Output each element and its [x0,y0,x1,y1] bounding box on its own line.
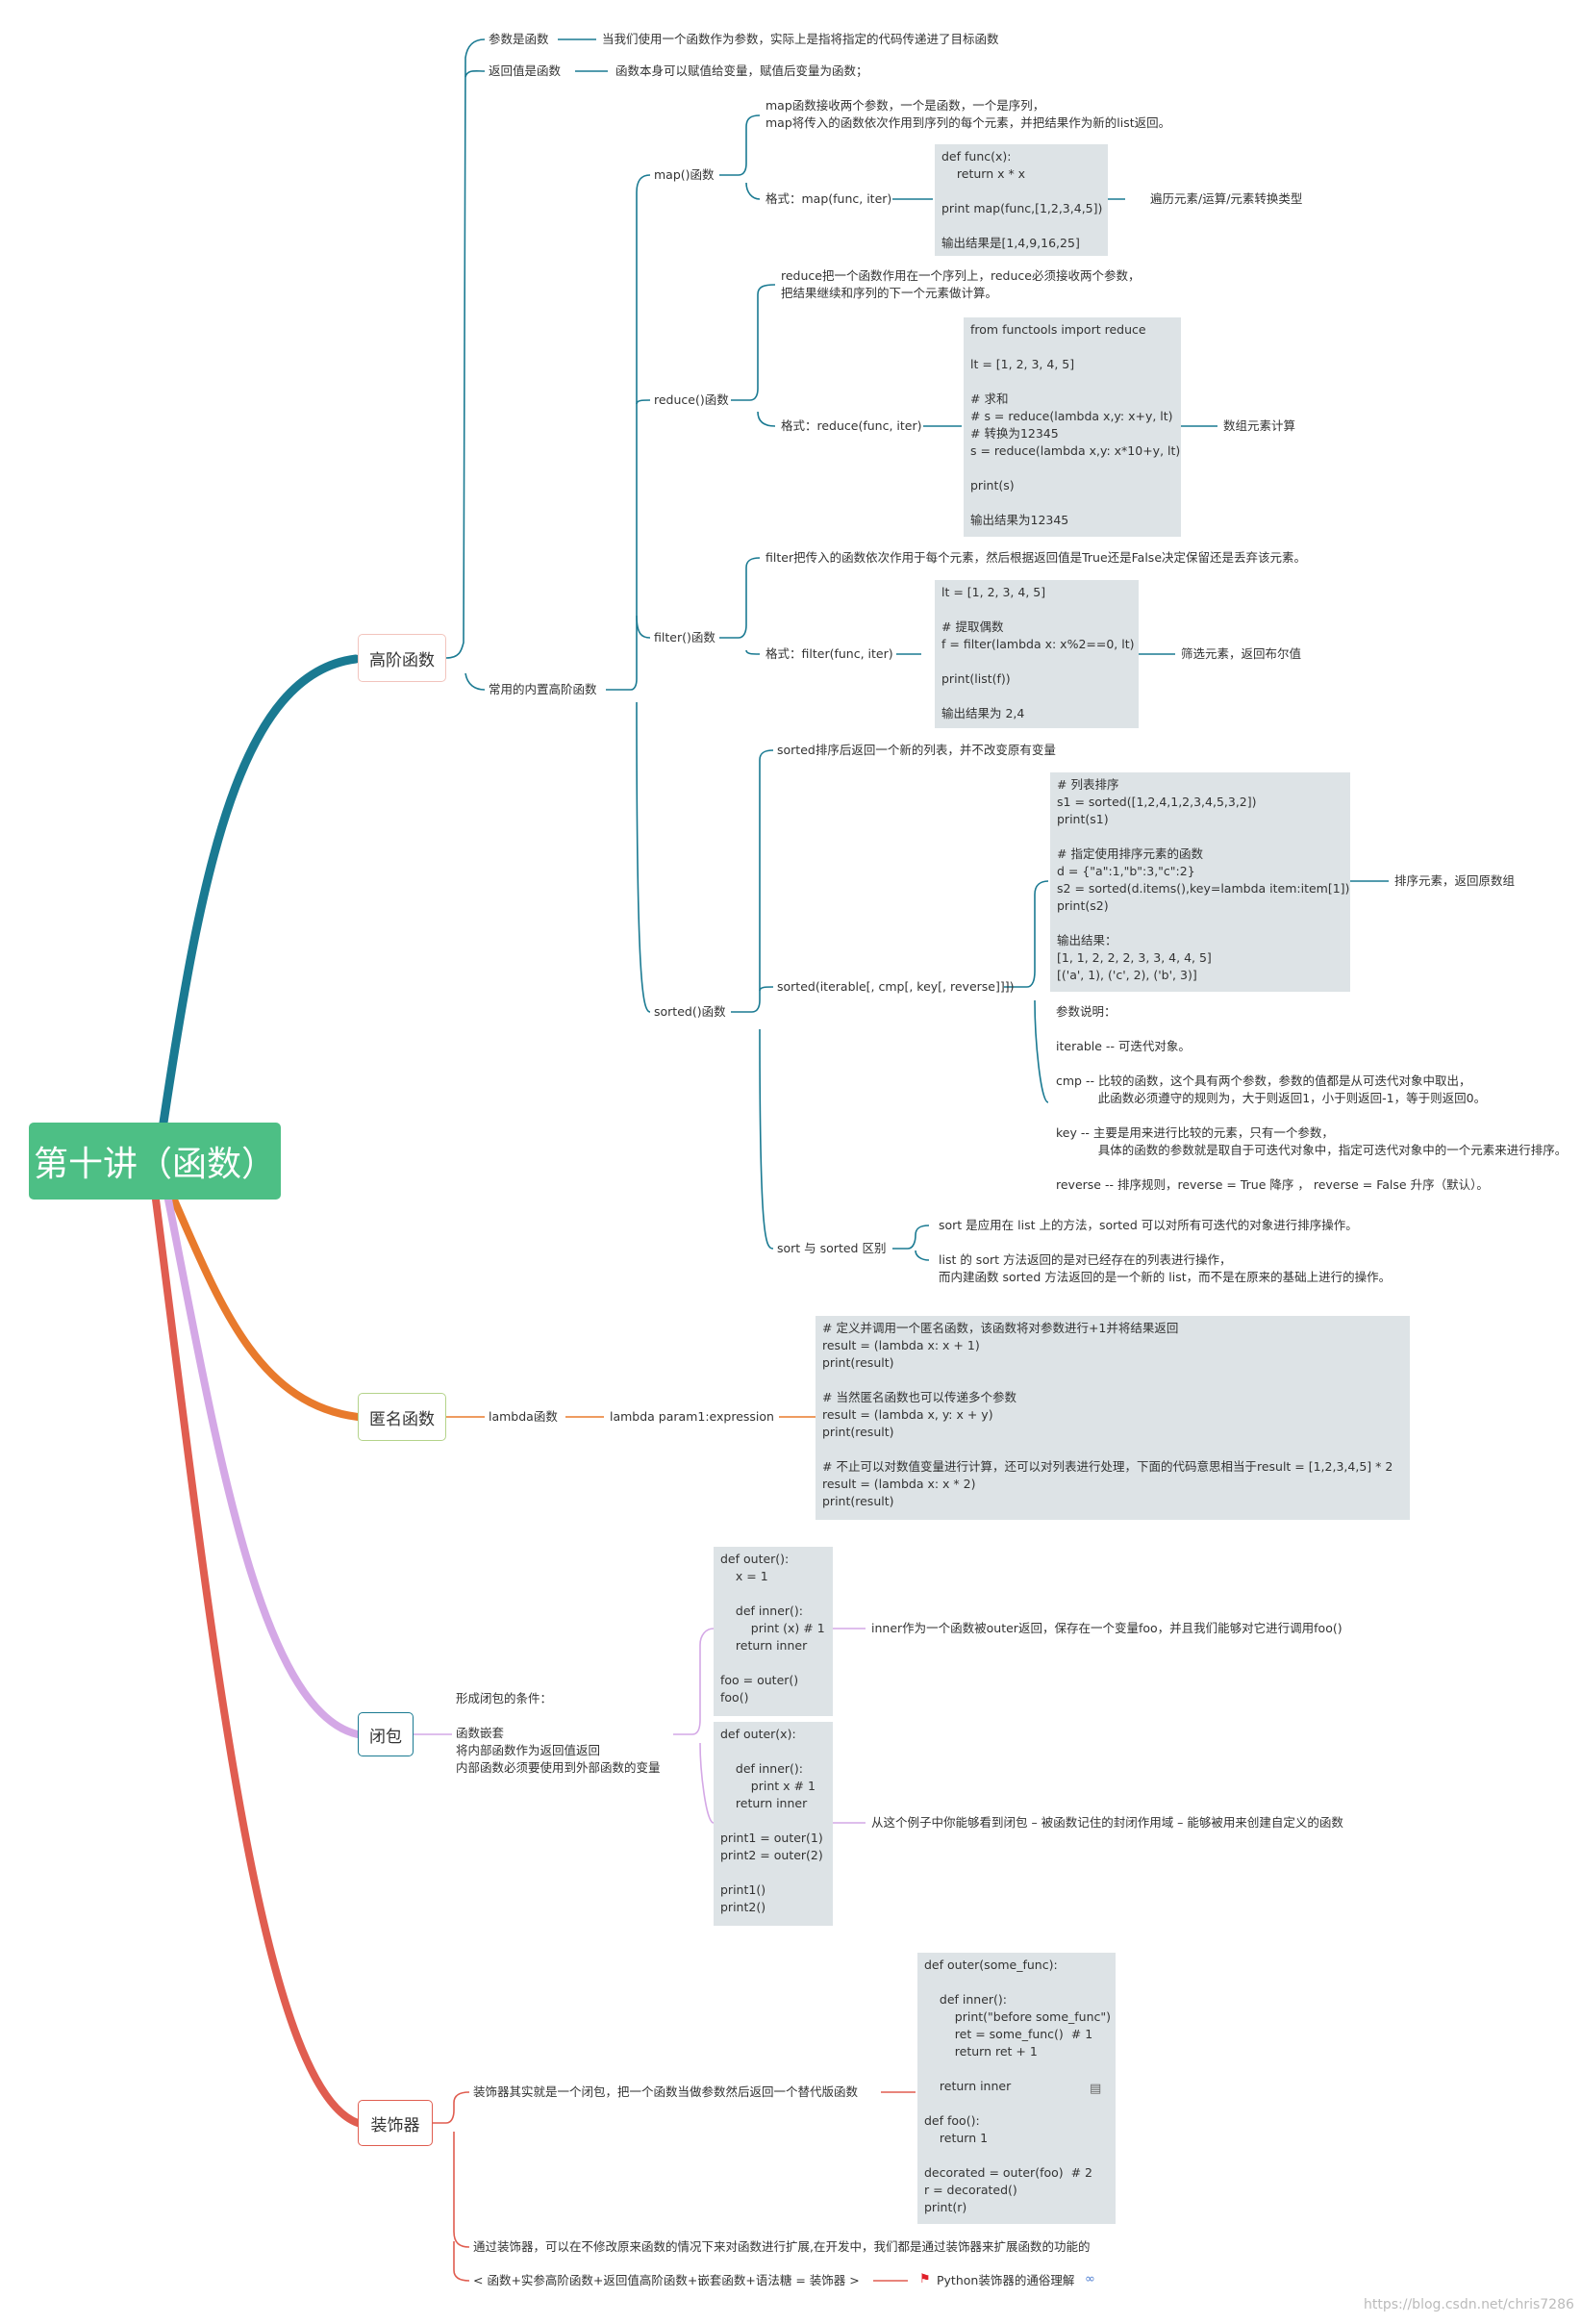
format-filter: 格式：filter(func, iter) [765,646,893,661]
watermark: https://blog.csdn.net/chris7286 [1364,2297,1574,2312]
label-filter: filter()函数 [654,630,715,644]
closure-conditions: 形成闭包的条件： 函数嵌套 将内部函数作为返回值返回 内部函数必须要使用到外部函… [456,1691,661,1775]
note-filter: 筛选元素，返回布尔值 [1181,646,1302,661]
label-sort-vs-sorted: sort 与 sorted 区别 [777,1241,887,1255]
code-lambda: # 定义并调用一个匿名函数，该函数将对参数进行+1并将结果返回 result =… [816,1316,1410,1520]
node-higher-order[interactable]: 高阶函数 [358,634,446,682]
format-reduce: 格式：reduce(func, iter) [781,418,922,433]
note-icon[interactable]: ▤ [1090,2082,1102,2096]
label-sorted: sorted()函数 [654,1004,726,1019]
desc-reduce: reduce把一个函数作用在一个序列上，reduce必须接收两个参数， 把结果继… [781,268,1141,300]
label-return-func: 返回值是函数 [489,63,562,78]
link-icon[interactable]: ∞ [1085,2272,1095,2286]
branch-teal [159,654,361,1127]
text-sort-vs-sorted: sort 是应用在 list 上的方法，sorted 可以对所有可迭代的对象进行… [939,1218,1392,1284]
code-map: def func(x): return x * x print map(func… [935,144,1108,256]
node-closure[interactable]: 闭包 [358,1712,414,1756]
code-filter: lt = [1, 2, 3, 4, 5] # 提取偶数 f = filter(l… [935,580,1139,728]
code-decorator: def outer(some_func): def inner(): print… [917,1953,1116,2224]
format-sorted: sorted(iterable[, cmp[, key[, reverse]]]… [777,979,1015,994]
desc-sorted: sorted排序后返回一个新的列表，并不改变原有变量 [777,743,1056,757]
code-closure-1: def outer(): x = 1 def inner(): print (x… [714,1547,833,1716]
node-anonymous[interactable]: 匿名函数 [358,1393,446,1441]
branch-lavender [164,1196,362,1738]
desc-return-func: 函数本身可以赋值给变量，赋值后变量为函数； [615,63,868,78]
note-map: 遍历元素/运算/元素转换类型 [1150,191,1303,206]
flag-icon: ⚑ [919,2272,931,2286]
label-param-func: 参数是函数 [489,32,549,46]
desc-decorator: 装饰器其实就是一个闭包，把一个函数当做参数然后返回一个替代版函数 [473,2084,859,2099]
note-closure-2: 从这个例子中你能够看到闭包 – 被函数记住的封闭作用域 – 能够被用来创建自定义… [871,1815,1343,1830]
format-map: 格式：map(func, iter) [765,191,892,206]
desc-map: map函数接收两个参数，一个是函数，一个是序列， map将传入的函数依次作用到序… [765,98,1171,130]
branch-red [152,1196,362,2127]
code-reduce: from functools import reduce lt = [1, 2,… [964,317,1181,537]
label-builtin-hof: 常用的内置高阶函数 [489,682,597,696]
desc-filter: filter把传入的函数依次作用于每个元素，然后根据返回值是True还是Fals… [765,550,1307,565]
note-reduce: 数组元素计算 [1223,418,1296,433]
link-decorator[interactable]: Python装饰器的通俗理解 [937,2273,1075,2287]
root-node[interactable]: 第十讲（函数） [29,1123,281,1200]
branch-orange [169,1194,362,1421]
note-closure-1: inner作为一个函数被outer返回，保存在一个变量foo，并且我们能够对它进… [871,1621,1343,1635]
node-decorator[interactable]: 装饰器 [358,2100,433,2146]
label-lambda: lambda函数 [489,1409,558,1424]
code-closure-2: def outer(x): def inner(): print x # 1 r… [714,1722,833,1926]
note-sorted: 排序元素，返回原数组 [1394,873,1516,888]
label-reduce: reduce()函数 [654,392,729,407]
lambda-syntax: lambda param1:expression [610,1409,774,1424]
code-sorted: # 列表排序 s1 = sorted([1,2,4,1,2,3,4,5,3,2]… [1050,772,1350,992]
formula-decorator: < 函数+实参高阶函数+返回值高阶函数+嵌套函数+语法糖 = 装饰器 > [473,2273,860,2287]
summary-decorator: 通过装饰器，可以在不修改原来函数的情况下来对函数进行扩展,在开发中，我们都是通过… [473,2239,1091,2254]
desc-param-func: 当我们使用一个函数作为参数，实际上是指将指定的代码传递进了目标函数 [602,32,999,46]
params-sorted: 参数说明： iterable -- 可迭代对象。 cmp -- 比较的函数，这个… [1056,1004,1568,1192]
label-map: map()函数 [654,167,715,182]
